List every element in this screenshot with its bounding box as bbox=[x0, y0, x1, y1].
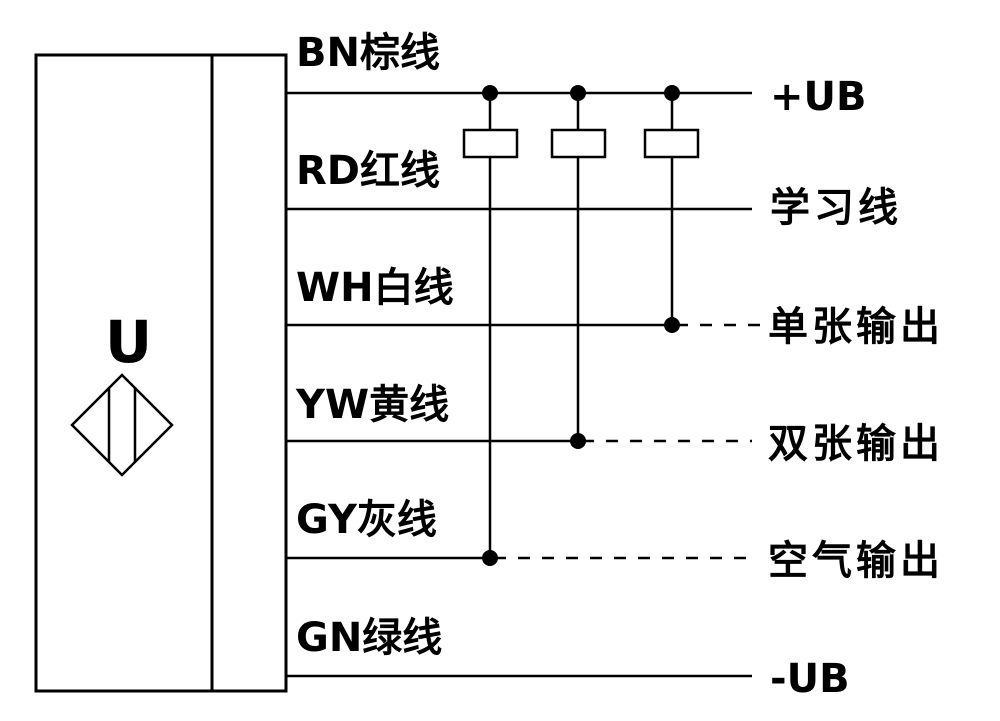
output-label-double-sheet: 双张输出 bbox=[768, 421, 944, 467]
output-label-learning-line: 学习线 bbox=[770, 185, 902, 231]
resistor-3 bbox=[643, 128, 700, 159]
sensor-symbol-label: U bbox=[105, 308, 152, 376]
output-label-single-sheet: 单张输出 bbox=[768, 304, 944, 350]
wire-label-bn: BN棕线 bbox=[296, 30, 440, 76]
junction-dot bbox=[664, 85, 680, 101]
junction-dot bbox=[570, 433, 586, 449]
output-label-minus-ub: -UB bbox=[770, 656, 850, 702]
sensor-symbol-icon bbox=[70, 373, 174, 477]
wire-label-wh: WH白线 bbox=[296, 265, 454, 311]
sensor-body bbox=[34, 53, 288, 693]
resistor-2 bbox=[550, 128, 607, 159]
junction-dot bbox=[570, 85, 586, 101]
junction-dot bbox=[482, 85, 498, 101]
junction-dot bbox=[482, 550, 498, 566]
resistor-1 bbox=[462, 128, 519, 159]
wire-label-rd: RD红线 bbox=[296, 148, 440, 194]
junction-dot bbox=[664, 317, 680, 333]
wire-label-yw: YW黄线 bbox=[295, 382, 449, 428]
wire-label-gy: GY灰线 bbox=[296, 497, 437, 543]
wire-label-gn: GN绿线 bbox=[296, 615, 442, 661]
output-label-air: 空气输出 bbox=[768, 538, 944, 584]
output-label-plus-ub: +UB bbox=[770, 74, 866, 120]
